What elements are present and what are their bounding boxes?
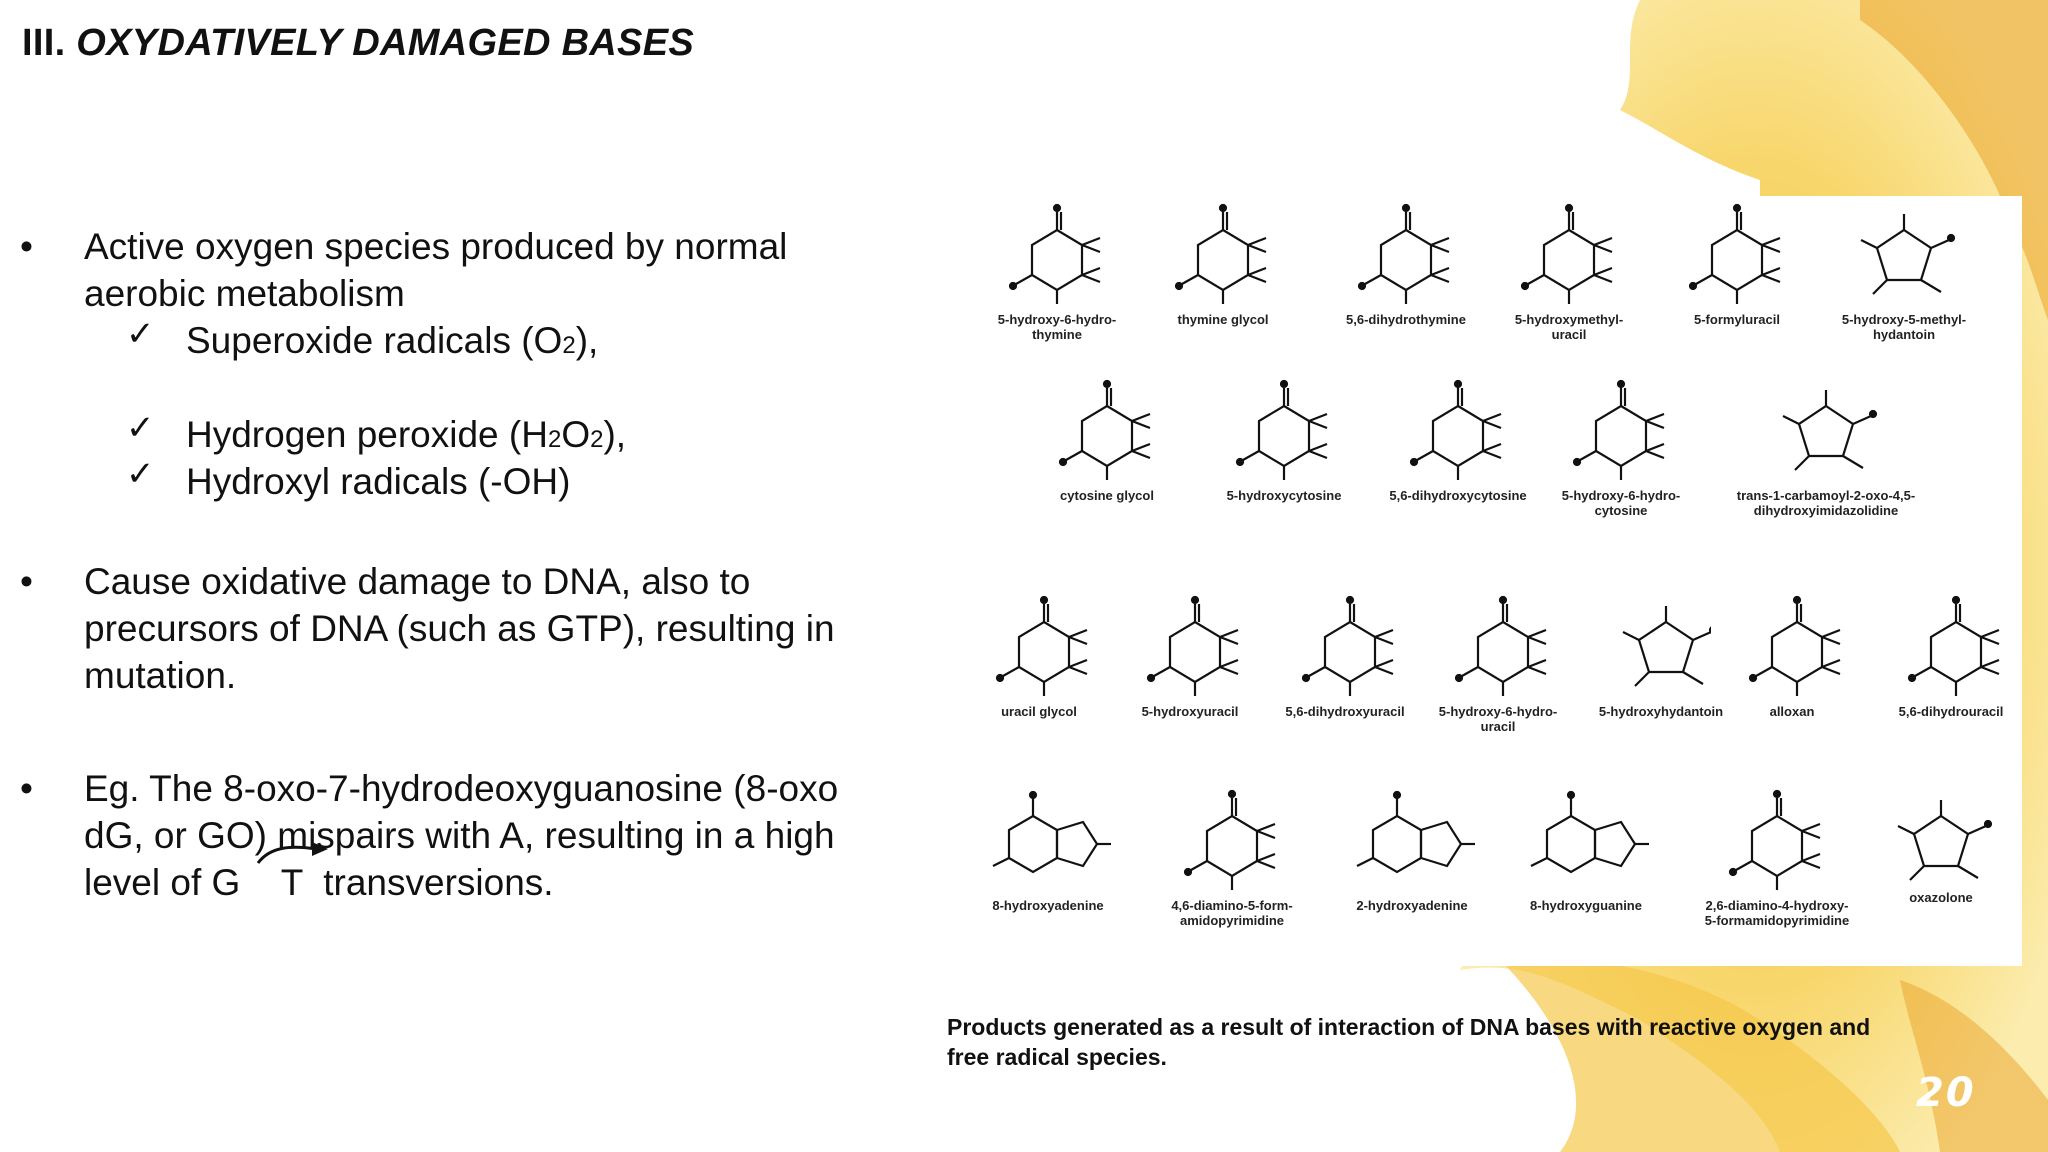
molecule-structure-icon [1008,203,1102,306]
compound-row2-3: 5,6-dihydroxycytosine [1380,376,1536,503]
bullet-2-line-1: Cause oxidative damage to DNA, also to [84,561,751,602]
compound-row1-2: thymine glycol [1162,200,1284,327]
molecule-structure-icon [1748,595,1842,698]
bullet-3-line-2: dG, or GO) mispairs with A, resulting in… [84,815,835,856]
arrow-icon [256,842,328,864]
compound-row1-6: 5-hydroxy-5-methyl- hydantoin [1836,200,1972,342]
compound-row2-4: 5-hydroxy-6-hydro- cytosine [1556,376,1686,518]
sub-bullet-superoxide: Superoxide radicals (O2), [186,317,598,369]
molecule-structure-icon [1529,790,1651,874]
molecule-structure-icon [1183,789,1277,892]
compound-row2-2: 5-hydroxycytosine [1216,376,1352,503]
sub-bullet-end: ), [575,320,599,361]
molecule-structure-icon [1907,595,2001,698]
compound-row3-7: 5,6-dihydrouracil [1886,592,2016,719]
compound-row3-1: uracil glycol [984,592,1094,719]
compound-row4-2: 4,6-diamino-5-form- amidopyrimidine [1162,786,1302,928]
bullet-dot: • [20,226,33,267]
compound-row4-6: oxazolone [1886,786,1996,905]
molecule-structure-icon [1572,379,1666,482]
molecule-structure-icon [1058,379,1152,482]
compound-row3-4: 5-hydroxy-6-hydro- uracil [1436,592,1560,734]
check-icon: ✓ [126,455,155,493]
molecule-structure-icon [1409,379,1503,482]
compound-row2-1: cytosine glycol [1046,376,1168,503]
check-icon: ✓ [126,315,155,353]
bullet-dot: • [20,768,33,809]
molecule-structure-icon [1781,388,1878,472]
bullet-1-line-1: Active oxygen species produced by normal [84,226,788,267]
bullet-1-line-2: aerobic metabolism [84,273,405,314]
page-number: 20 [1916,1070,1976,1116]
subscript: 2 [547,426,562,453]
bullet-dot: • [20,561,33,602]
bullet-3-line-3: level of G T transversions. [84,862,554,903]
molecule-structure-icon [1688,203,1782,306]
molecule-structure-icon [1146,595,1240,698]
slide-title: III. OXYDATIVELY DAMAGED BASES [22,22,694,65]
compound-row4-4: 8-hydroxyguanine [1516,786,1656,913]
molecule-structure-icon [1728,789,1822,892]
sub-bullet-text: Hydrogen peroxide (H [186,414,548,455]
molecule-structure-icon [1235,379,1329,482]
compound-row3-5: 5-hydroxyhydantoin [1586,592,1736,719]
molecule-structure-icon [1454,595,1548,698]
sub-bullet-text: Superoxide radicals (O [186,320,563,361]
subscript: 2 [590,426,604,453]
molecule-structure-icon [1859,212,1956,296]
molecule-structure-icon [1301,595,1395,698]
molecule-structure-icon [991,790,1113,874]
compound-row4-5: 2,6-diamino-4-hydroxy- 5-formamidopyrimi… [1692,786,1862,928]
compound-row4-1: 8-hydroxyadenine [982,786,1114,913]
molecule-structure-icon [1174,203,1268,306]
caption-line-2: free radical species. [947,1044,1167,1070]
figure-caption: Products generated as a result of intera… [947,1012,2007,1072]
molecule-structure-icon [1357,203,1451,306]
compound-row3-3: 5,6-dihydroxyuracil [1272,592,1418,719]
compound-row1-1: 5-hydroxy-6-hydro- thymine [996,200,1118,342]
sub-bullet-hydroxyl: Hydroxyl radicals (-OH) [186,461,571,502]
molecule-structure-icon [1621,604,1711,688]
sub-bullet-end: ), [603,414,627,455]
molecule-structure-icon [1520,203,1614,306]
structure-figure: 5-hydroxy-6-hydro- thymine thymine glyco… [976,196,2022,966]
molecule-structure-icon [995,595,1089,698]
compound-row3-2: 5-hydroxyuracil [1132,592,1248,719]
compound-row2-5: trans-1-carbamoyl-2-oxo-4,5- dihydroxyim… [1720,376,1932,518]
molecule-structure-icon [1355,790,1477,874]
compound-row1-5: 5-formyluracil [1676,200,1798,327]
bullet-2-line-2: precursors of DNA (such as GTP), resulti… [84,608,835,649]
compound-row1-4: 5-hydroxymethyl- uracil [1506,200,1632,342]
bullet-3-line-1: Eg. The 8-oxo-7-hydrodeoxyguanosine (8-o… [84,768,839,809]
check-icon: ✓ [126,409,155,447]
molecule-structure-icon [1896,798,1993,882]
compound-row3-6: alloxan [1740,592,1844,719]
sub-bullet-mid: O [561,414,591,455]
title-prefix: III. [22,22,66,64]
bullet-2-line-3: mutation. [84,655,237,696]
caption-line-1: Products generated as a result of intera… [947,1014,1871,1040]
subscript: 2 [562,332,576,359]
compound-row1-3: 5,6-dihydrothymine [1336,200,1476,327]
title-main: OXYDATIVELY DAMAGED BASES [76,22,694,64]
sub-bullet-hydrogen-peroxide: Hydrogen peroxide (H2O2), [186,411,626,463]
compound-row4-3: 2-hydroxyadenine [1344,786,1480,913]
